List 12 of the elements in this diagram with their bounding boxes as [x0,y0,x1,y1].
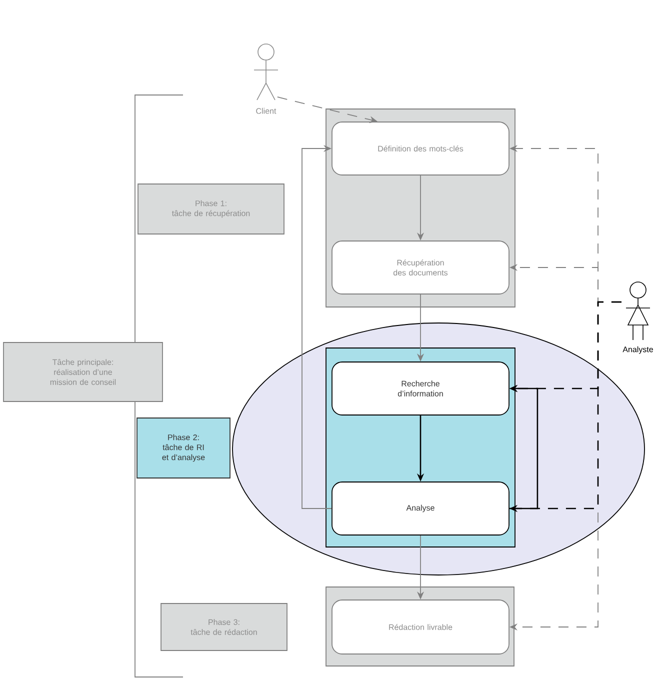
person-figure: Client [254,44,278,114]
process-box: Récupération des documents [332,240,510,294]
phase-box: Phase 2: tâche de RI et d’analyse [136,418,230,478]
process-box: Définition des mots-clés [332,122,510,176]
phase-box: Phase 3: tâche de rédaction [160,603,288,651]
phase-box: Phase 1: tâche de récupération [138,184,284,234]
process-box: Recherche d’information [332,362,510,416]
person-figure: Analyste [622,282,653,354]
arrow [302,144,332,509]
process-box: Rédaction livrable [332,600,510,654]
task-box: Tâche principale: réalisation d’une mission de conseil [3,342,163,402]
process-box: Analyse [332,482,510,536]
